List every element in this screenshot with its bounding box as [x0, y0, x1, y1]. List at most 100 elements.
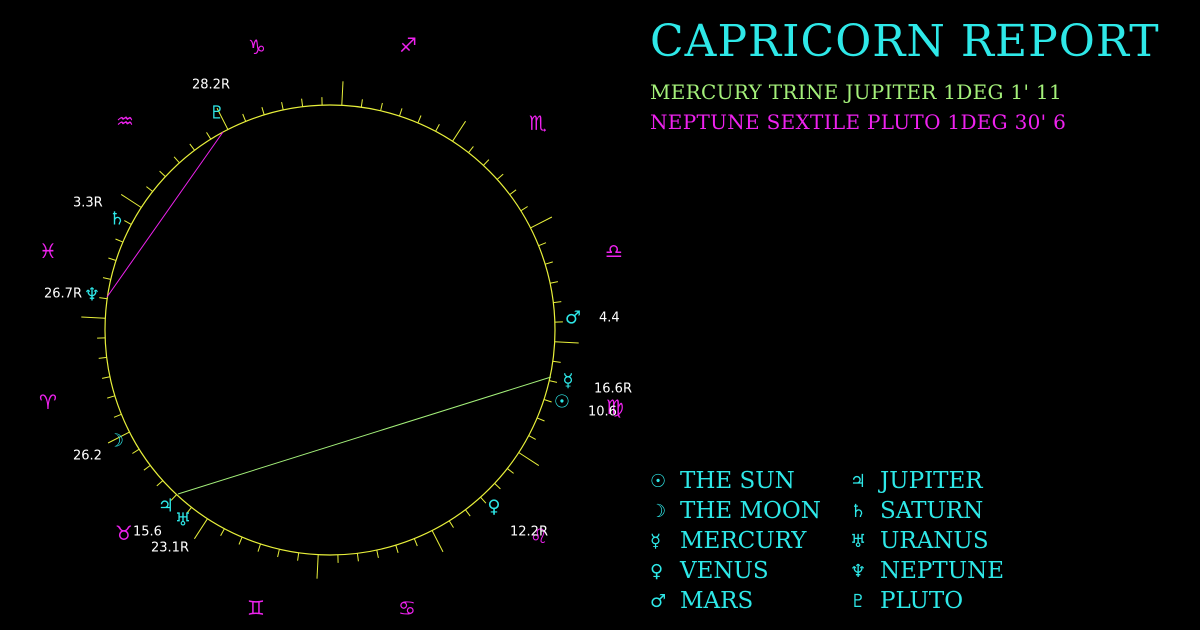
wheel-tick	[480, 496, 487, 504]
wheel-tick	[435, 124, 440, 132]
uranus-icon: ♅	[850, 530, 867, 552]
aquarius-icon: ♒	[116, 109, 134, 133]
wheel-tick	[257, 543, 261, 552]
legend-item-pluto: ♇ PLUTO	[850, 588, 963, 614]
wheel-tick	[399, 108, 403, 117]
wheel-tick	[553, 301, 562, 304]
wheel-tick	[101, 376, 111, 379]
wheel-tick	[115, 238, 124, 243]
cancer-icon: ♋	[398, 596, 416, 620]
wheel-tick	[528, 435, 536, 440]
wheel-tick	[494, 483, 501, 490]
wheel-tick	[206, 132, 212, 140]
mercury-icon: ☿	[650, 530, 662, 552]
wheel-tick	[554, 341, 579, 344]
wheel-tick	[102, 277, 111, 280]
moon-icon: ☽	[650, 500, 667, 522]
wheel-tick	[159, 170, 166, 177]
legend-label: MARS	[680, 588, 754, 614]
venus-icon: ♀	[650, 560, 664, 582]
legend-item-uranus: ♅ URANUS	[850, 528, 989, 554]
wheel-tick	[301, 98, 304, 107]
pisces-icon: ♓	[39, 239, 57, 263]
scorpio-icon: ♏	[529, 111, 547, 135]
sun-degree: 10.6	[588, 405, 617, 420]
wheel-tick	[316, 554, 319, 579]
legend-item-mars: ♂ MARS	[650, 588, 753, 614]
mercury-icon: ☿	[562, 371, 573, 392]
wheel-tick	[536, 417, 545, 422]
venus-degree: 12.2R	[510, 525, 548, 540]
legend-item-venus: ♀ VENUS	[650, 558, 769, 584]
wheel-tick	[297, 552, 300, 561]
uranus-icon: ♅	[175, 510, 191, 531]
wheel-tick	[107, 431, 130, 444]
wheel-tick	[549, 380, 558, 383]
wheel-tick	[220, 528, 225, 536]
wheel-tick	[124, 220, 132, 225]
wheel-tick	[216, 107, 229, 130]
wheel-tick	[380, 102, 383, 111]
wheel-tick	[464, 509, 471, 517]
wheel-ticks	[81, 81, 579, 579]
wheel-tick	[281, 101, 284, 111]
legend-label: VENUS	[680, 558, 769, 584]
wheel-tick	[413, 538, 418, 547]
wheel-tick	[496, 173, 504, 180]
wheel-tick	[113, 413, 122, 418]
wheel-tick	[543, 399, 552, 403]
pluto-icon: ♇	[209, 103, 225, 124]
legend-label: JUPITER	[880, 468, 983, 494]
wheel-tick	[395, 545, 399, 553]
uranus-degree: 23.1R	[151, 541, 189, 556]
wheel-tick	[506, 468, 514, 474]
sun-icon: ☉	[554, 392, 570, 413]
wheel-tick	[143, 464, 151, 471]
wheel-tick	[98, 356, 107, 359]
venus-icon: ♀	[487, 497, 500, 518]
wheel-tick	[186, 506, 192, 514]
wheel-tick	[549, 281, 559, 284]
aspect-line-trine	[177, 376, 552, 495]
wheel-tick	[261, 107, 265, 115]
sun-icon: ☉	[650, 470, 667, 492]
wheel-tick	[277, 549, 280, 558]
wheel-tick	[530, 216, 553, 229]
jupiter-degree: 15.6	[133, 525, 162, 540]
pluto-icon: ♇	[850, 590, 867, 612]
legend-item-mercury: ☿ MERCURY	[650, 528, 806, 554]
zodiac-signs: ♑ ♐ ♏ ♎ ♍ ♌ ♋ ♊ ♉ ♈ ♓ ♒	[39, 33, 624, 620]
moon-degree: 26.2	[73, 449, 102, 464]
pluto-degree: 28.2R	[192, 78, 230, 93]
gemini-icon: ♊	[247, 596, 265, 620]
mars-icon: ♂	[650, 590, 667, 612]
wheel-tick	[417, 115, 422, 124]
legend-item-sun: ☉ THE SUN	[650, 468, 795, 494]
report-title: CAPRICORN REPORT	[650, 16, 1160, 67]
saturn-degree: 3.3R	[73, 196, 103, 211]
wheel-tick	[341, 81, 344, 106]
legend-item-moon: ☽ THE MOON	[650, 498, 821, 524]
saturn-icon: ♄	[850, 500, 867, 522]
wheel-tick	[107, 395, 115, 399]
wheel-tick	[173, 156, 180, 164]
planet-glyphs: ♇ ♄ ♆ ♂ ☿ ☉ ♀ ☽ ♃ ♅	[84, 103, 581, 531]
wheel-tick	[518, 452, 540, 467]
wheel-tick	[376, 549, 379, 559]
wheel-tick	[156, 480, 164, 487]
sagittarius-icon: ♐	[399, 33, 417, 57]
aspect-mercury-trine-jupiter: MERCURY TRINE JUPITER 1DEG 1' 11	[650, 80, 1062, 104]
legend-label: URANUS	[880, 528, 989, 554]
legend-label: THE MOON	[680, 498, 821, 524]
capricorn-icon: ♑	[248, 35, 266, 59]
mercury-degree: 16.6R	[594, 382, 632, 397]
taurus-icon: ♉	[115, 521, 133, 545]
leo-icon: ♌	[530, 524, 548, 548]
wheel-circle	[104, 104, 556, 556]
wheel-tick	[360, 99, 363, 108]
libra-icon: ♎	[605, 239, 623, 263]
aspect-neptune-sextile-pluto: NEPTUNE SEXTILE PLUTO 1DEG 30' 6	[650, 110, 1067, 134]
virgo-icon: ♍	[606, 395, 624, 419]
wheel-tick	[509, 189, 517, 196]
wheel-tick	[545, 261, 553, 265]
